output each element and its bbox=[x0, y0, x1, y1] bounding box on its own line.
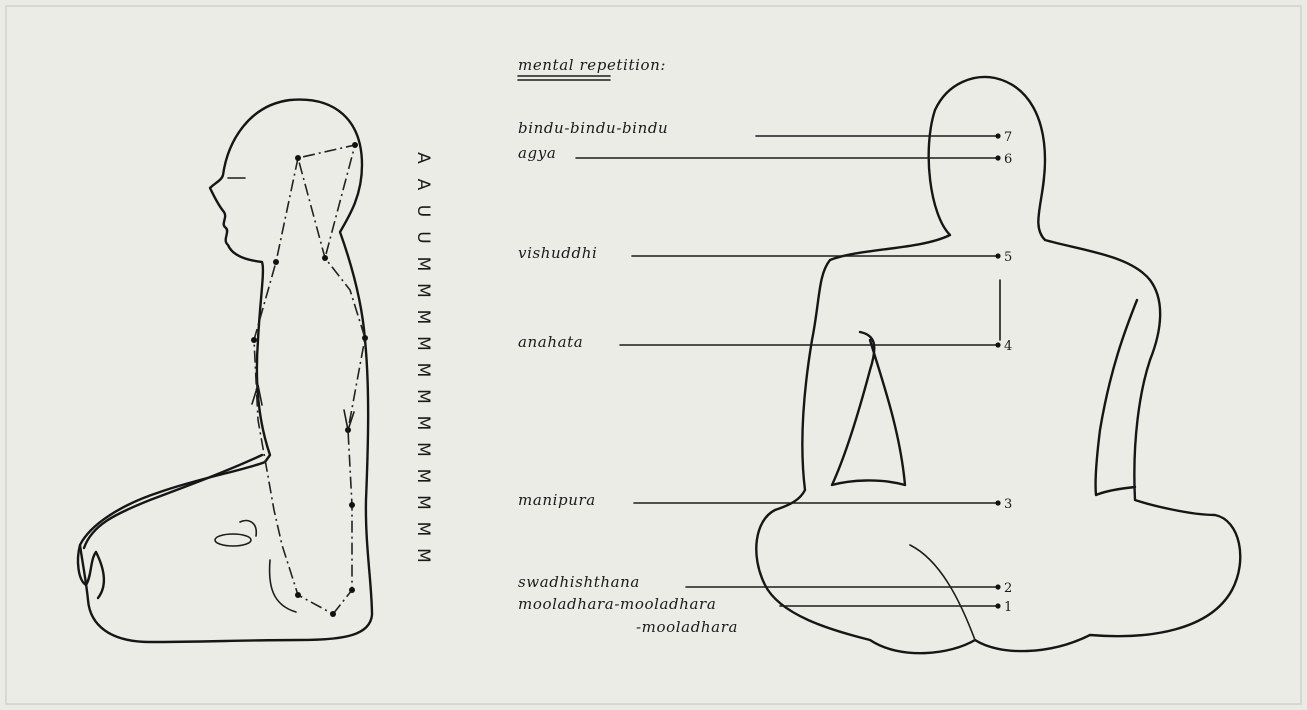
chakra-label: manipura bbox=[518, 491, 596, 509]
chakra-point bbox=[995, 500, 1000, 505]
pathway-point bbox=[362, 335, 368, 341]
chakra-label: mooladhara-mooladhara bbox=[518, 595, 716, 613]
chakra-point bbox=[995, 133, 1000, 138]
pathway-point bbox=[273, 259, 279, 265]
chakra-point bbox=[995, 584, 1000, 589]
pathway-point bbox=[349, 502, 355, 508]
chakra-label: vishuddhi bbox=[518, 244, 597, 262]
chakra-number: 1 bbox=[1004, 600, 1012, 615]
pathway-point bbox=[349, 587, 355, 593]
mantra-letter: M bbox=[413, 469, 433, 484]
chakra-number: 6 bbox=[1004, 152, 1012, 167]
pathway-point bbox=[251, 337, 257, 343]
pathway-point bbox=[295, 592, 301, 598]
chakra-point bbox=[995, 253, 1000, 258]
chakra-number: 4 bbox=[1004, 339, 1012, 354]
mantra-letter: U bbox=[413, 205, 433, 217]
diagram-title: mental repetition: bbox=[518, 56, 666, 74]
pathway-point bbox=[295, 155, 301, 161]
chakra-label: swadhishthana bbox=[518, 573, 640, 591]
pathway-point bbox=[322, 255, 328, 261]
mantra-letter: M bbox=[413, 257, 433, 272]
mantra-letter: M bbox=[413, 416, 433, 431]
chakra-number: 5 bbox=[1004, 250, 1012, 265]
chakra-number: 2 bbox=[1004, 581, 1012, 596]
pathway-point bbox=[330, 611, 336, 617]
mantra-letter: M bbox=[413, 310, 433, 325]
mantra-letter: M bbox=[413, 495, 433, 510]
chakra-label-continuation: -mooladhara bbox=[636, 618, 738, 636]
mantra-letter: M bbox=[413, 389, 433, 404]
chakra-point bbox=[995, 342, 1000, 347]
mantra-letter: A bbox=[413, 179, 433, 191]
mantra-letter: M bbox=[413, 442, 433, 457]
pathway-point bbox=[352, 142, 358, 148]
chakra-label: agya bbox=[518, 144, 556, 162]
mantra-letter: M bbox=[413, 363, 433, 378]
mantra-letter: U bbox=[413, 231, 433, 243]
mantra-letter: M bbox=[413, 283, 433, 298]
chakra-point bbox=[995, 155, 1000, 160]
mantra-letter: M bbox=[413, 522, 433, 537]
mantra-letter: A bbox=[413, 152, 433, 164]
mantra-letter: M bbox=[413, 548, 433, 563]
mantra-letter: M bbox=[413, 336, 433, 351]
chakra-point bbox=[995, 603, 1000, 608]
chakra-number: 7 bbox=[1004, 130, 1012, 145]
chakra-label: anahata bbox=[518, 333, 583, 351]
chakra-label: bindu-bindu-bindu bbox=[518, 119, 668, 137]
chakra-number: 3 bbox=[1004, 497, 1012, 512]
